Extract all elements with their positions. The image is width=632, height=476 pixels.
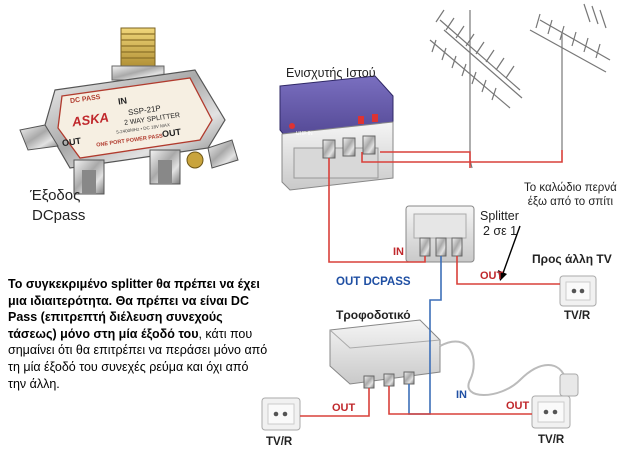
- amplifier-label: Ενισχυτής Ιστού: [286, 66, 376, 80]
- svg-text:UHF IN: UHF IN: [296, 131, 313, 137]
- splitter-box: [405, 205, 475, 263]
- wall-socket-top: [559, 275, 597, 307]
- out-dcpass-label: OUT DCPASS: [336, 276, 411, 288]
- dcpass-caption-line2: DCpass: [32, 207, 86, 224]
- wall-socket-bottom-right: [531, 395, 571, 429]
- psu-in-label: IN: [456, 389, 467, 401]
- tvr-bottom-left-label: TV/R: [266, 436, 293, 448]
- power-supply: [329, 319, 579, 397]
- description-bold: Το συγκεκριμένο splitter θα πρέπει να έχ…: [8, 277, 260, 341]
- cables: [300, 150, 563, 417]
- cable-note-arrow: [498, 225, 521, 281]
- splitter-out-right-label: OUT: [480, 270, 504, 282]
- mast-amplifier: UHF IN: [279, 75, 394, 191]
- tvr-top-label: TV/R: [564, 310, 591, 322]
- splitter-label: Splitter: [480, 209, 519, 223]
- power-supply-label: Τροφοδοτικό: [336, 308, 411, 322]
- photo-in-tag: IN: [117, 95, 128, 107]
- dcpass-caption-line1: Έξοδος: [30, 187, 81, 204]
- psu-out-right-label: OUT: [506, 400, 530, 412]
- to-other-tv-label: Προς άλλη TV: [532, 252, 612, 266]
- cable-note-line1: Το καλώδιο περνά: [524, 182, 617, 194]
- antenna-right: [529, 3, 611, 150]
- cable-note: Το καλώδιο περνά έξω από το σπίτι: [524, 181, 617, 209]
- tvr-bottom-right-label: TV/R: [538, 434, 565, 446]
- dcpass-caption: Έξοδος DCpass: [30, 186, 85, 226]
- description-normal: , κάτι που σημαίνει ότι θα επιτρέπει να …: [8, 326, 268, 391]
- description-paragraph: Το συγκεκριμένο splitter θα πρέπει να έχ…: [8, 276, 270, 392]
- splitter-ratio-label: 2 σε 1: [483, 224, 518, 238]
- antenna-left: [429, 9, 523, 169]
- wall-socket-bottom-left: [261, 397, 301, 431]
- splitter-photo: [19, 27, 239, 195]
- cable-note-line2: έξω από το σπίτι: [527, 196, 613, 208]
- splitter-in-label: IN: [393, 246, 404, 258]
- psu-out-left-label: OUT: [332, 402, 356, 414]
